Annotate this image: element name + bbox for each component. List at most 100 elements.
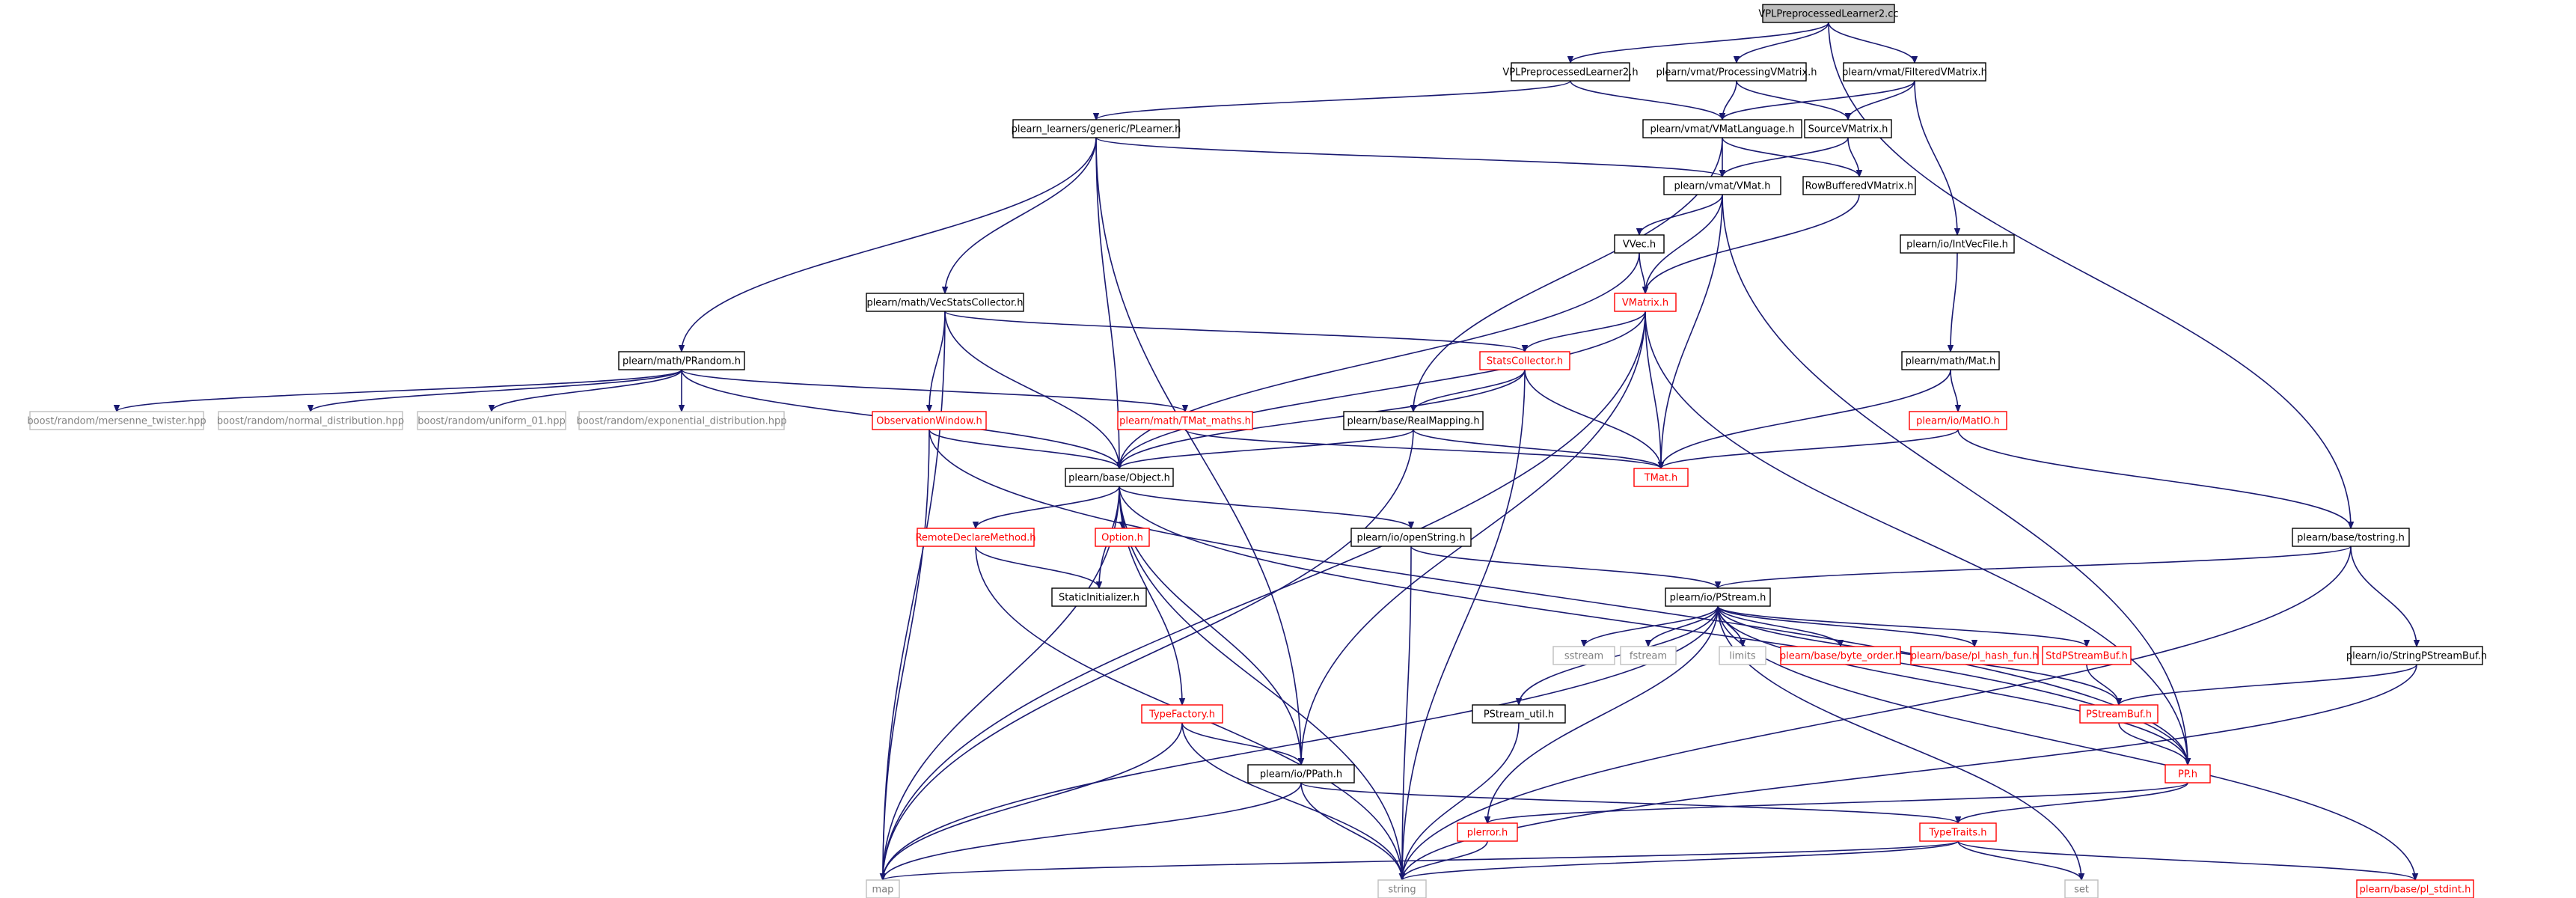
node-pp[interactable]: PP.h <box>2164 764 2211 784</box>
node-prandom[interactable]: plearn/math/PRandom.h <box>618 351 745 370</box>
node-label-string: string <box>1388 885 1416 896</box>
node-box-object <box>1065 468 1174 487</box>
node-box-obswin <box>872 411 987 430</box>
node-label-ppath: plearn/io/PPath.h <box>1260 769 1342 781</box>
edge-vmat-to-tmat <box>1661 194 1723 468</box>
node-hashfun[interactable]: plearn/base/pl_hash_fun.h <box>1910 646 2039 665</box>
node-box-vplh <box>1511 62 1630 82</box>
edge-plearner-to-object <box>1095 137 1119 468</box>
edge-prandom-to-mersenne <box>117 369 682 412</box>
node-vmat[interactable]: plearn/vmat/VMat.h <box>1663 176 1781 195</box>
node-box-vecstats <box>866 293 1024 312</box>
node-label-statscol: StatsCollector.h <box>1487 356 1563 367</box>
node-matmat[interactable]: plearn/math/Mat.h <box>1901 351 2000 370</box>
node-label-realmap: plearn/base/RealMapping.h <box>1347 416 1479 427</box>
node-vmatlang[interactable]: plearn/vmat/VMatLanguage.h <box>1642 119 1802 138</box>
node-label-matmat: plearn/math/Mat.h <box>1906 356 1996 367</box>
edge-filtvm-to-sourcevm <box>1848 80 1915 120</box>
node-label-byteorder: plearn/base/byte_order.h <box>1780 651 1901 662</box>
edge-realmap-to-tmat <box>1413 429 1661 469</box>
edge-vmatlang-to-rowbuf <box>1722 137 1859 177</box>
node-typefactory[interactable]: TypeFactory.h <box>1141 704 1223 724</box>
edge-matio-to-tostring <box>1957 429 2351 529</box>
edge-vmat-to-pp <box>1722 194 2188 765</box>
node-stdpstreambuf[interactable]: StdPStreamBuf.h <box>2042 646 2132 665</box>
edge-stringpstreambuf-to-pstreambuf <box>2119 664 2417 706</box>
node-staticinit[interactable]: StaticInitializer.h <box>1051 587 1147 607</box>
node-box-normaldist <box>218 411 403 430</box>
node-ppath[interactable]: plearn/io/PPath.h <box>1247 764 1355 784</box>
node-object[interactable]: plearn/base/Object.h <box>1065 468 1174 487</box>
node-tostring[interactable]: plearn/base/tostring.h <box>2292 528 2410 547</box>
node-tmat[interactable]: TMat.h <box>1633 468 1689 487</box>
edge-stdpstreambuf-to-pstreambuf <box>2086 664 2119 706</box>
node-box-remotedecl <box>917 528 1035 547</box>
node-plstdint[interactable]: plearn/base/pl_stdint.h <box>2356 879 2474 898</box>
node-box-byteorder <box>1780 646 1901 665</box>
node-sourcevm[interactable]: SourceVMatrix.h <box>1804 119 1892 138</box>
edge-pstream-to-byteorder <box>1717 605 1841 647</box>
node-root[interactable]: VPLPreprocessedLearner2.cc <box>1758 4 1899 23</box>
edge-pstream-to-hashfun <box>1717 605 1974 647</box>
node-statscol[interactable]: StatsCollector.h <box>1479 351 1570 370</box>
node-label-plerror: plerror.h <box>1467 828 1508 839</box>
node-tmatmaths[interactable]: plearn/math/TMat_maths.h <box>1117 411 1253 430</box>
edge-object-to-string <box>1119 486 1402 880</box>
node-openstring[interactable]: plearn/io/openString.h <box>1350 528 1472 547</box>
node-box-sourcevm <box>1804 119 1892 138</box>
node-label-rowbuf: RowBufferedVMatrix.h <box>1805 181 1914 192</box>
node-stringpstreambuf[interactable]: plearn/io/StringPStreamBuf.h <box>2346 646 2487 665</box>
node-pstreambuf[interactable]: PStreamBuf.h <box>2079 704 2159 724</box>
node-remotedecl[interactable]: RemoteDeclareMethod.h <box>915 528 1036 547</box>
node-box-prandom <box>618 351 745 370</box>
node-box-rowbuf <box>1802 176 1916 195</box>
node-label-expdist: boost/random/exponential_distribution.hp… <box>576 416 786 427</box>
edge-ppath-to-string <box>1300 782 1402 880</box>
node-box-typefactory <box>1141 704 1223 724</box>
node-label-normaldist: boost/random/normal_distribution.hpp <box>217 416 404 427</box>
node-label-stringpstreambuf: plearn/io/StringPStreamBuf.h <box>2346 651 2487 662</box>
node-expdist: boost/random/exponential_distribution.hp… <box>576 411 787 430</box>
node-intvec[interactable]: plearn/io/IntVecFile.h <box>1900 234 2015 254</box>
node-vvec[interactable]: VVec.h <box>1614 234 1665 254</box>
node-procvm[interactable]: plearn/vmat/ProcessingVMatrix.h <box>1656 62 1817 82</box>
node-normaldist: boost/random/normal_distribution.hpp <box>217 411 404 430</box>
node-matio[interactable]: plearn/io/MatIO.h <box>1909 411 2007 430</box>
edge-vmatrix-to-statscol <box>1525 311 1646 352</box>
node-vecstats[interactable]: plearn/math/VecStatsCollector.h <box>866 293 1024 312</box>
node-box-procvm <box>1666 62 1807 82</box>
node-label-vplh: VPLPreprocessedLearner2.h <box>1502 67 1638 79</box>
node-vplh[interactable]: VPLPreprocessedLearner2.h <box>1502 62 1639 82</box>
node-label-prandom: plearn/math/PRandom.h <box>622 356 741 367</box>
node-realmap[interactable]: plearn/base/RealMapping.h <box>1343 411 1484 430</box>
node-option[interactable]: Option.h <box>1095 528 1150 547</box>
node-label-vmatrix: VMatrix.h <box>1622 298 1668 309</box>
node-filtvm[interactable]: plearn/vmat/FilteredVMatrix.h <box>1842 62 1987 82</box>
node-pstream[interactable]: plearn/io/PStream.h <box>1665 587 1771 607</box>
node-label-sstream: sstream <box>1564 651 1603 662</box>
node-byteorder[interactable]: plearn/base/byte_order.h <box>1780 646 1901 665</box>
node-box-realmap <box>1343 411 1484 430</box>
node-label-vecstats: plearn/math/VecStatsCollector.h <box>866 298 1023 309</box>
node-box-matmat <box>1901 351 2000 370</box>
node-pstreamutil[interactable]: PStream_util.h <box>1472 704 1566 724</box>
edge-tostring-to-string <box>1402 546 2352 880</box>
node-box-plstdint <box>2356 879 2474 898</box>
node-obswin[interactable]: ObservationWindow.h <box>872 411 987 430</box>
edge-plearner-to-vecstats <box>945 137 1097 293</box>
node-vmatrix[interactable]: VMatrix.h <box>1614 293 1677 312</box>
edge-object-to-openstring <box>1119 486 1411 529</box>
node-label-vvec: VVec.h <box>1623 239 1656 251</box>
node-plearner[interactable]: plearn_learners/generic/PLearner.h <box>1012 119 1181 138</box>
node-label-typefactory: TypeFactory.h <box>1148 709 1215 721</box>
node-plerror[interactable]: plerror.h <box>1457 822 1518 842</box>
edge-vmatrix-to-tmat <box>1645 311 1661 468</box>
edge-tmatmaths-to-tmat <box>1184 429 1661 469</box>
node-typetraits[interactable]: TypeTraits.h <box>1919 822 1997 842</box>
node-label-tmat: TMat.h <box>1644 473 1678 484</box>
edge-object-to-typefactory <box>1119 486 1182 705</box>
edge-vecstats-to-map <box>883 311 946 880</box>
node-box-map <box>866 879 900 898</box>
node-rowbuf[interactable]: RowBufferedVMatrix.h <box>1802 176 1916 195</box>
node-box-expdist <box>578 411 785 430</box>
